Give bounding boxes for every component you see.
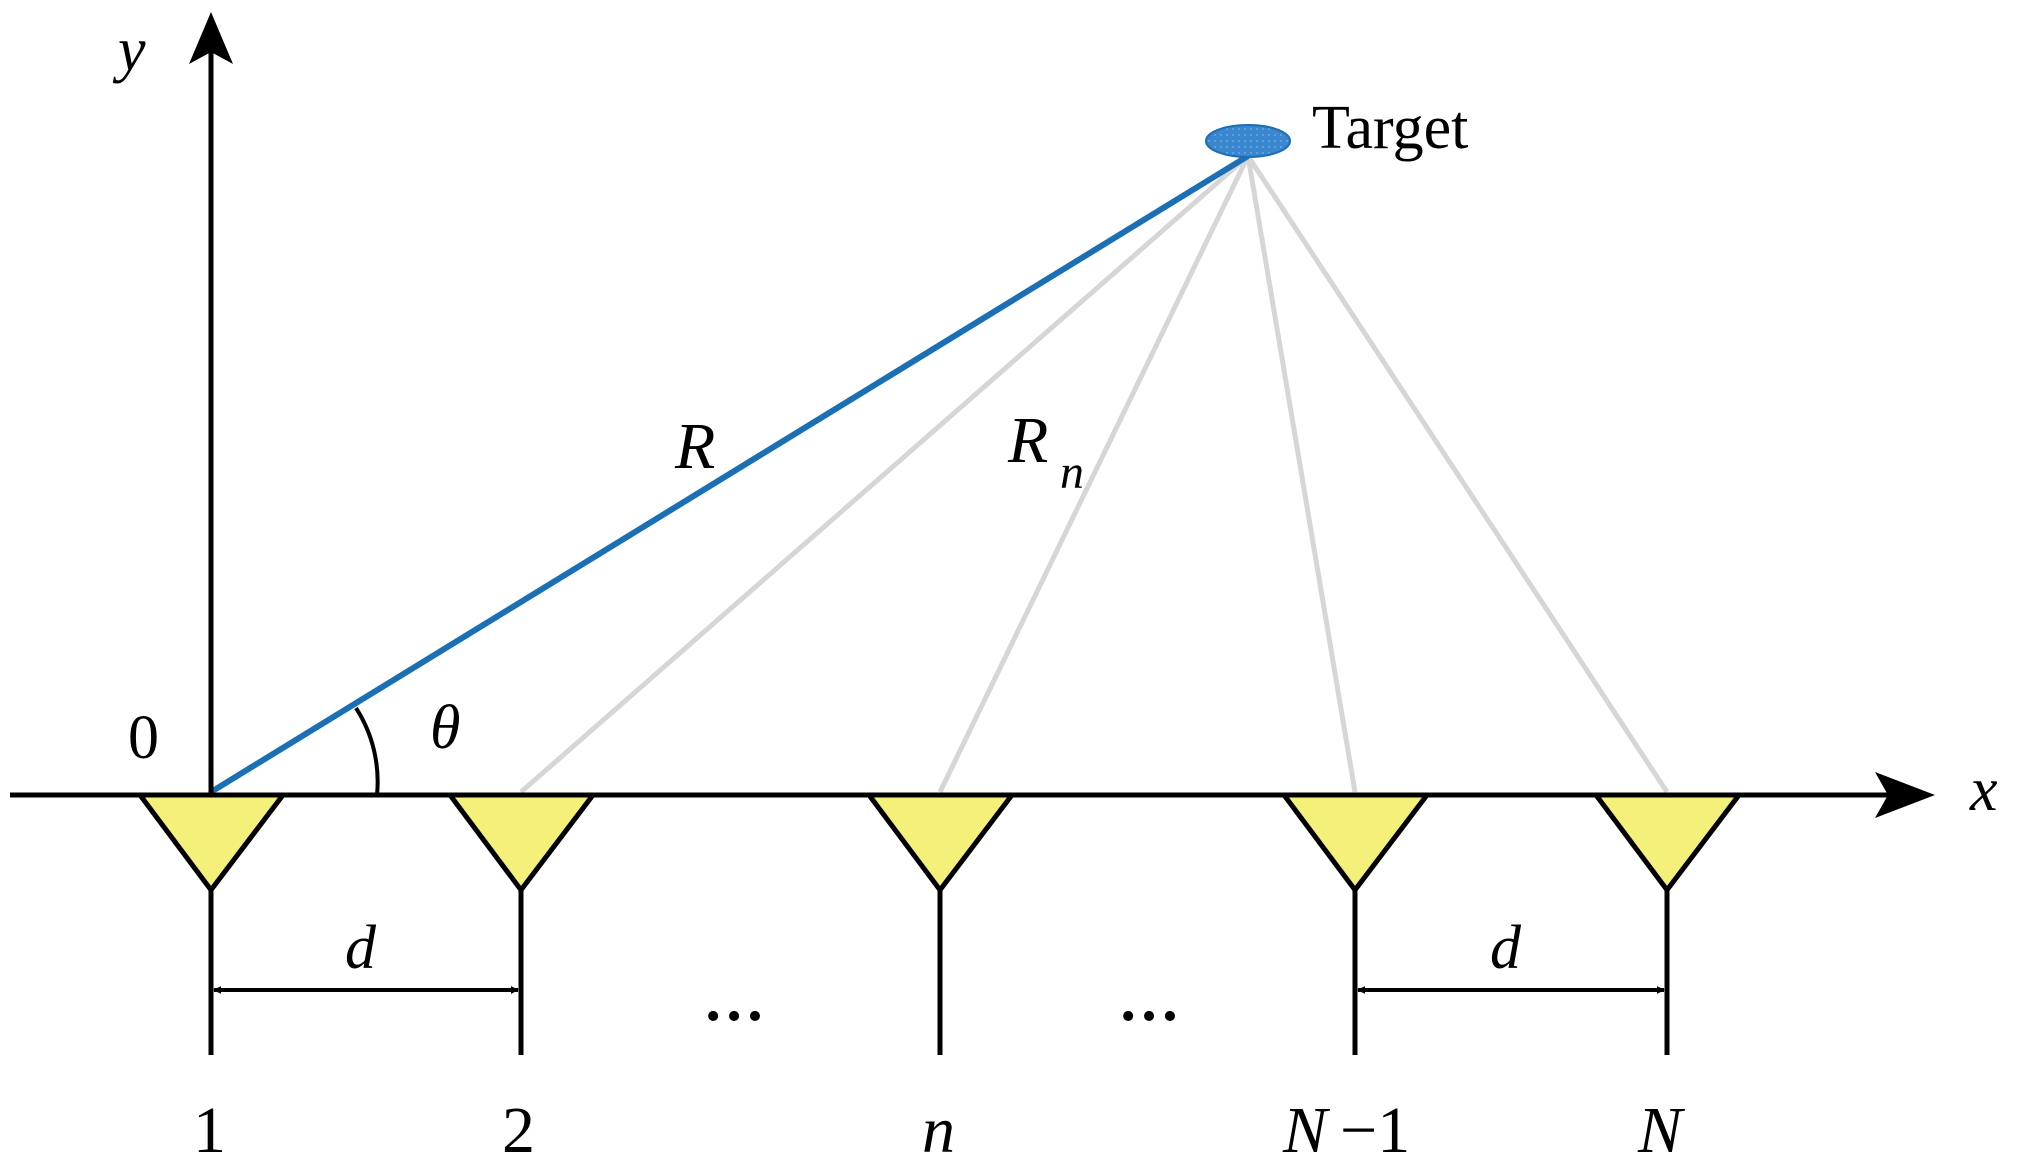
origin-label: 0	[128, 704, 159, 772]
element-label-1: 1	[193, 1094, 226, 1167]
ray-to-element-N	[1245, 154, 1670, 794]
antenna-element-2	[445, 792, 599, 1055]
ray-to-element-N-1	[1245, 155, 1358, 793]
x-axis-arrowhead	[1875, 772, 1935, 818]
target-marker	[1205, 124, 1291, 158]
range-label: R	[674, 410, 715, 483]
antenna-element-1	[135, 792, 289, 1055]
main-range-ray	[209, 153, 1250, 795]
ray-to-element-n	[937, 154, 1251, 794]
spacing-label-left: d	[345, 914, 377, 982]
ellipsis-left: …	[703, 966, 765, 1034]
antenna-element-N	[1591, 792, 1745, 1055]
element-label-N-1-rest: −1	[1340, 1094, 1410, 1167]
range-n-label: R	[1007, 404, 1048, 477]
x-axis-label: x	[1969, 756, 1998, 824]
spacing-label-right: d	[1490, 914, 1522, 982]
ray-to-element-2	[519, 154, 1250, 794]
element-label-n: n	[922, 1094, 955, 1167]
ellipsis-right: …	[1118, 966, 1180, 1034]
y-axis-label: y	[112, 16, 146, 84]
target-label: Target	[1312, 94, 1468, 162]
element-label-N: N	[1637, 1094, 1686, 1167]
angle-arc	[354, 706, 380, 796]
antenna-element-N-1	[1279, 792, 1433, 1055]
y-axis-arrowhead	[189, 12, 233, 64]
angle-label: θ	[430, 694, 460, 762]
element-label-N-1-main: N	[1282, 1094, 1331, 1167]
antenna-element-n	[864, 792, 1018, 1055]
element-label-2: 2	[502, 1094, 535, 1167]
range-n-subscript: n	[1060, 446, 1084, 499]
